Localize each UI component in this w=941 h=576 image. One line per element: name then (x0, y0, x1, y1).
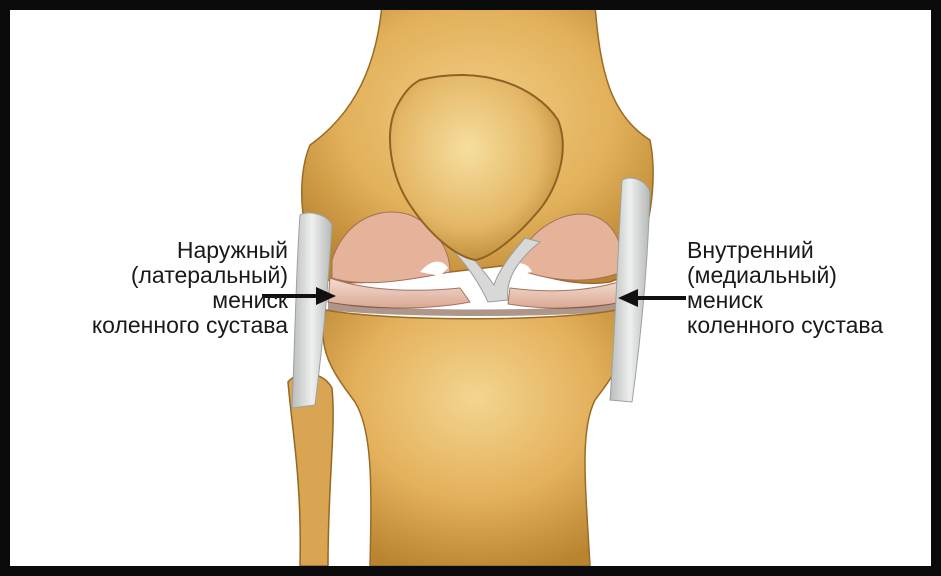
lateral-label-line2: (латеральный) (36, 263, 288, 288)
lateral-meniscus-label: Наружный (латеральный) мениск коленного … (36, 238, 288, 338)
medial-meniscus (508, 280, 625, 308)
medial-label-line1: Внутренний (687, 238, 883, 263)
lateral-label-line1: Наружный (36, 238, 288, 263)
medial-label-line2: (медиальный) (687, 263, 883, 288)
lateral-label-line4: коленного сустава (36, 313, 288, 338)
medial-label-line3: мениск (687, 288, 883, 313)
lateral-label-line3: мениск (36, 288, 288, 313)
medial-label-line4: коленного сустава (687, 313, 883, 338)
illustration-canvas: Наружный (латеральный) мениск коленного … (10, 10, 931, 566)
tibia-bone (323, 308, 628, 566)
medial-meniscus-label: Внутренний (медиальный) мениск коленного… (687, 238, 883, 338)
